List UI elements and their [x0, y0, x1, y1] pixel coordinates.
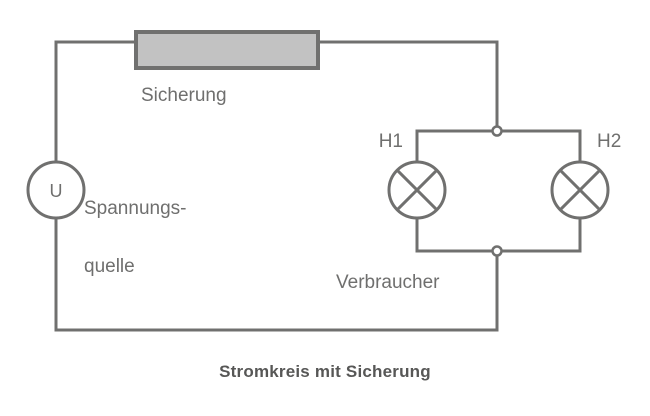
load-group-label: Verbraucher	[336, 272, 440, 293]
voltage-source-circle-icon	[26, 160, 86, 220]
fuse-label: Sicherung	[141, 85, 227, 106]
lamp-h1-cross-stroke-b	[396, 169, 438, 211]
lamp-h2-label: H2	[597, 131, 621, 152]
junction-node-bottom-icon	[491, 245, 503, 257]
lamp-h1-label: H1	[379, 131, 403, 152]
wire-top-right	[316, 40, 499, 133]
voltage-source-label-line2: quelle	[84, 256, 135, 277]
junction-node-top-icon	[491, 125, 503, 137]
diagram-caption: Stromkreis mit Sicherung	[219, 362, 431, 381]
wire-bottom-return	[54, 216, 499, 332]
wire-left-upper	[54, 40, 138, 164]
voltage-source-symbol: U	[50, 181, 63, 201]
voltage-source-label-line1: Spannungs-	[84, 198, 186, 219]
lamp-h2-cross-stroke-b	[559, 169, 601, 211]
fuse-rectangle-icon	[134, 30, 320, 70]
